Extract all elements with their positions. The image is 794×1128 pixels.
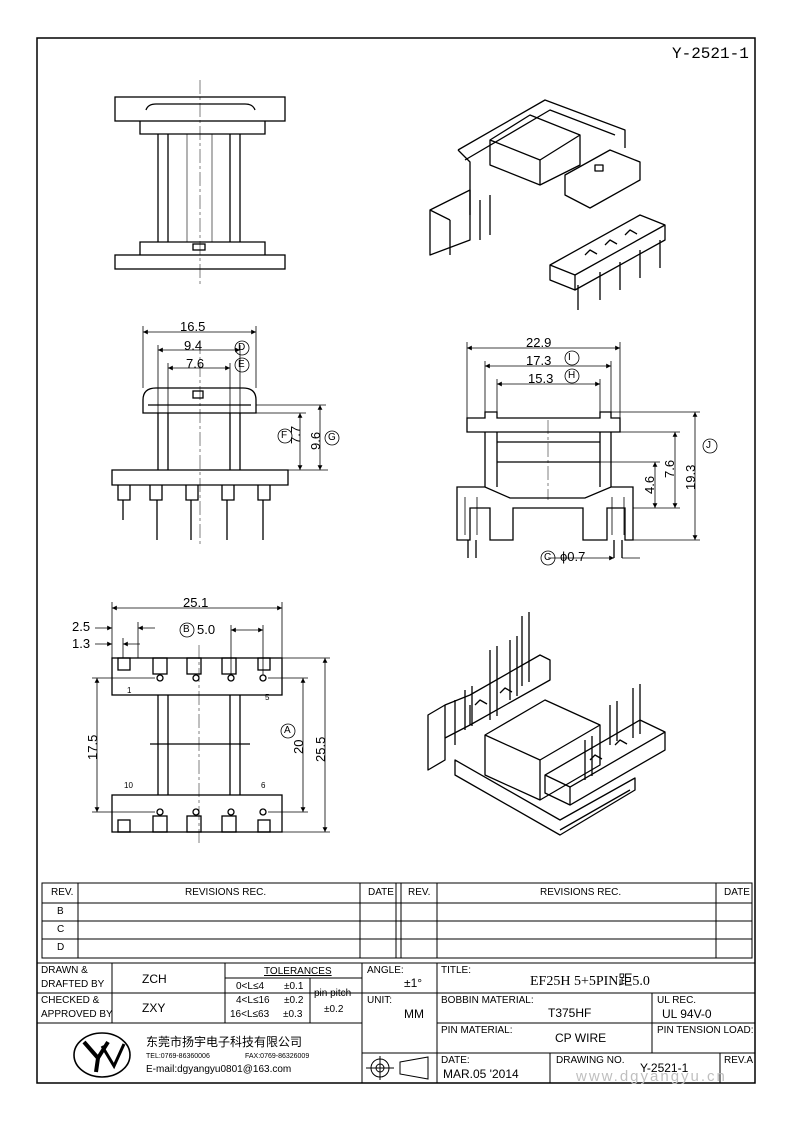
pin-label-1: 1 [127, 686, 132, 695]
date-value: MAR.05 '2014 [443, 1067, 519, 1081]
callout-b: B [183, 624, 190, 635]
tol2-range: 4<L≤16 [236, 995, 270, 1006]
title-value: EF25H 5+5PIN距5.0 [530, 974, 650, 989]
callout-h: H [568, 370, 576, 381]
date-header-left: DATE [368, 887, 394, 898]
rev-header-left: REV. [51, 887, 74, 898]
rec-header-left: REVISIONS REC. [185, 887, 267, 898]
bobbin-material-label: BOBBIN MATERIAL: [441, 995, 534, 1006]
dim-9-4: 9.4 [184, 338, 203, 353]
approved-label: APPROVED BY [41, 1009, 113, 1020]
unit-value: MM [404, 1007, 424, 1021]
rev-row-d: D [57, 942, 65, 953]
checked-by: ZXY [142, 1001, 166, 1015]
dim-17-5: 17.5 [85, 734, 100, 760]
watermark-text: www.dgyangyu.cn [576, 1068, 727, 1085]
company-fax: FAX:0769-86326009 [245, 1053, 310, 1060]
dim-25-5: 25.5 [313, 736, 328, 762]
pin-pitch-label: pin pitch [314, 988, 352, 999]
drawn-label: DRAWN & [41, 965, 88, 976]
rev-level: REV.A [724, 1055, 754, 1066]
side-view [456, 411, 634, 558]
tol2-value: ±0.2 [284, 995, 304, 1006]
drawing-id-top: Y-2521-1 [672, 45, 749, 63]
dim-7-6-side: 7.6 [662, 459, 677, 478]
pin-tension-label: PIN TENSION LOAD: [657, 1025, 754, 1036]
dim-7-6: 7.6 [186, 356, 205, 371]
pin-pitch-tol: ±0.2 [324, 1004, 344, 1015]
dim-25-1: 25.1 [183, 595, 209, 610]
pin-material-label: PIN MATERIAL: [441, 1025, 513, 1036]
tol3-range: 16<L≤63 [230, 1009, 270, 1020]
callout-g: G [328, 432, 336, 443]
dim-2-5: 2.5 [72, 619, 91, 634]
drafted-label: DRAFTED BY [41, 979, 105, 990]
callout-d: D [238, 342, 246, 353]
callout-j: J [706, 440, 711, 451]
angle-label: ANGLE: [367, 965, 404, 976]
bottom-view-dimlines [92, 602, 330, 833]
dim-9-6: 9.6 [308, 431, 323, 450]
dim-20: 20 [291, 739, 306, 754]
rec-header-right: REVISIONS REC. [540, 887, 622, 898]
callout-c: C [544, 552, 552, 563]
dim-16-5: 16.5 [180, 319, 206, 334]
unit-label: UNIT: [367, 995, 392, 1006]
pin-material-value: CP WIRE [555, 1031, 607, 1045]
bobbin-material-value: T375HF [548, 1006, 592, 1020]
callout-f: F [281, 430, 288, 441]
callout-i: I [568, 352, 571, 363]
angle-value: ±1° [404, 976, 423, 990]
drawing-no-value: Y-2521-1 [640, 1061, 689, 1075]
rev-row-c: C [57, 924, 65, 935]
dim-19-3: 19.3 [683, 464, 698, 490]
dim-1-3: 1.3 [72, 636, 91, 651]
company-tel: TEL:0769-86360006 [146, 1053, 210, 1060]
tol3-value: ±0.3 [283, 1009, 303, 1020]
isometric-top-view [429, 99, 666, 310]
title-label: TITLE: [441, 965, 472, 976]
company-email: E-mail:dgyangyu0801@163.com [146, 1064, 292, 1075]
dim-4-6: 4.6 [642, 475, 657, 494]
drawing-no-label: DRAWING NO. [556, 1055, 625, 1066]
date-label: DATE: [441, 1055, 470, 1066]
checked-label: CHECKED & [41, 995, 100, 1006]
dim-15-3: 15.3 [528, 371, 554, 386]
isometric-bottom-view [427, 612, 666, 836]
company-name: 东莞市扬宇电子科技有限公司 [146, 1035, 303, 1049]
date-header-right: DATE [724, 887, 750, 898]
ul-rec-label: UL REC. [657, 995, 697, 1006]
dim-pitch: 5.0 [197, 622, 216, 637]
front-view-dimlines [142, 326, 340, 471]
tol1-value: ±0.1 [284, 981, 304, 992]
tol1-range: 0<L≤4 [236, 981, 265, 992]
dim-17-3: 17.3 [526, 353, 552, 368]
rev-header-right: REV. [408, 887, 431, 898]
pin-label-10: 10 [124, 781, 133, 790]
pin-label-5: 5 [265, 693, 270, 702]
tolerances-label: TOLERANCES [264, 966, 332, 977]
dim-pin-diameter: ϕ0.7 [560, 549, 586, 564]
rev-row-b: B [57, 906, 64, 917]
front-view [111, 340, 289, 545]
pin-label-6: 6 [261, 781, 266, 790]
side-view-dimlines [466, 342, 718, 566]
title-block [36, 962, 756, 1084]
bottom-view [111, 645, 283, 845]
dim-22-9: 22.9 [526, 335, 552, 350]
dim-7-7: 7.7 [288, 425, 303, 444]
callout-e: E [238, 359, 245, 370]
ul-rec-value: UL 94V-0 [662, 1007, 712, 1021]
top-view [114, 80, 286, 285]
drawn-by: ZCH [142, 972, 167, 986]
callout-a: A [284, 725, 291, 736]
revision-table [41, 882, 753, 959]
